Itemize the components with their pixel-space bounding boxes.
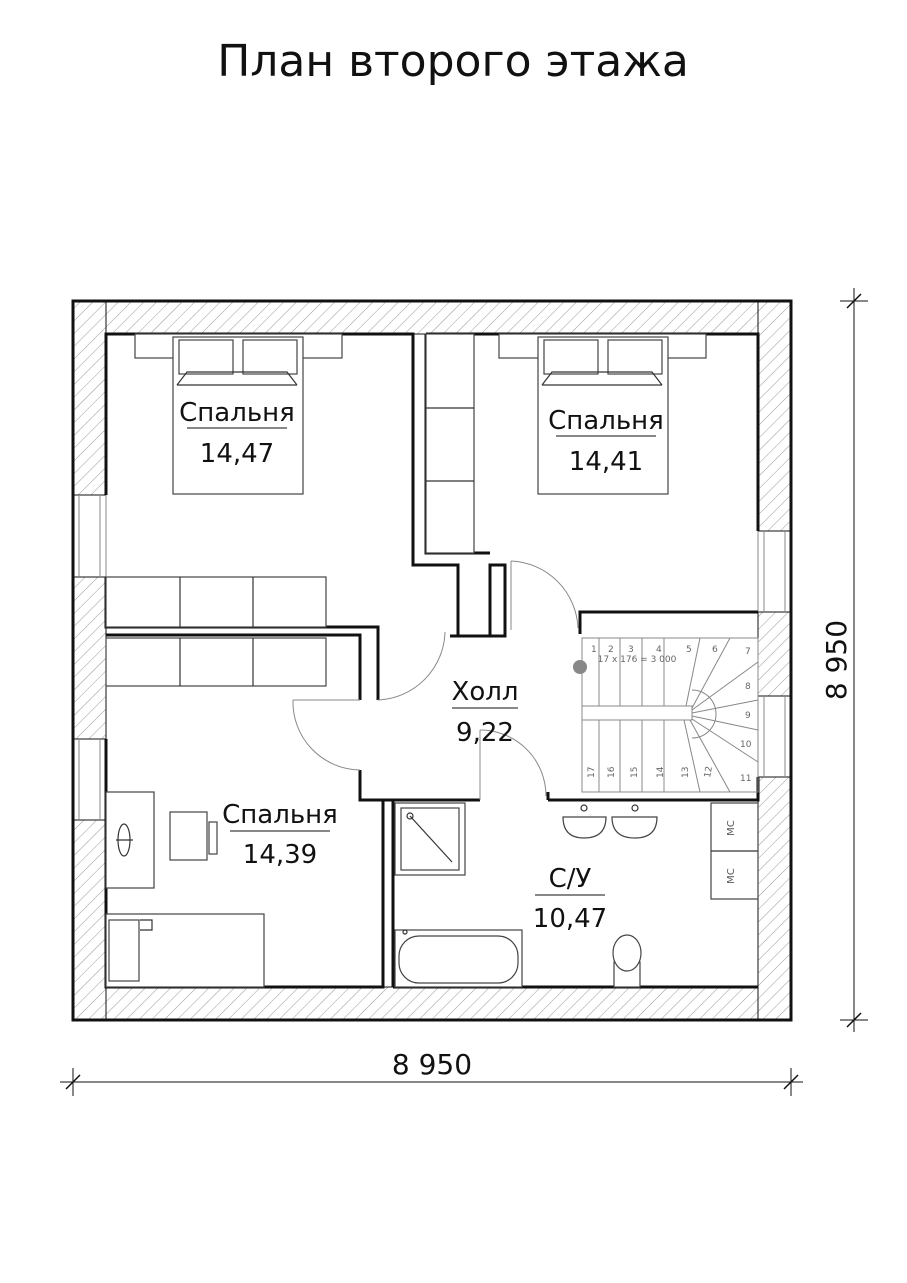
stair-step-16: 16 [607,766,617,778]
stair-step-12: 12 [703,766,715,779]
stair-step-4: 4 [656,645,662,655]
stair-step-11: 11 [740,774,751,784]
stair-step-15: 15 [630,767,640,778]
doors [292,560,579,800]
room-name-bathroom: С/У [549,864,592,894]
room-name-bedroom-3: Спальня [222,800,338,830]
room-area-bedroom-1: 14,47 [200,439,274,469]
room-name-bedroom-1: Спальня [179,398,295,428]
stair-step-7: 7 [745,647,751,657]
wardrobes-left [105,576,327,687]
bedroom-1-furniture [134,333,343,495]
staircase: 17 x 176 = 3 000 1 2 3 4 5 6 7 8 9 10 11… [573,637,759,793]
room-area-bedroom-3: 14,39 [243,840,317,870]
exterior-walls [72,300,792,1021]
bedroom-2-furniture [425,333,707,554]
room-name-bedroom-2: Спальня [548,406,664,436]
stair-step-9: 9 [745,711,751,721]
bathroom-fixtures: МС МС [394,802,759,988]
bedroom-3-furniture [105,791,265,988]
stair-step-13: 13 [681,767,691,778]
dimension-width: 8 950 [60,1048,803,1096]
cabinet-label-1: МС [726,820,737,836]
height-dimension-label: 8 950 [820,620,853,700]
dimension-height: 8 950 [820,288,868,1032]
stair-step-6: 6 [712,645,718,655]
stair-step-17: 17 [587,767,597,778]
room-area-hall: 9,22 [456,718,514,748]
stair-step-8: 8 [745,682,751,692]
stair-step-2: 2 [608,645,614,655]
stair-formula: 17 x 176 = 3 000 [598,655,677,665]
stair-step-5: 5 [686,645,692,655]
plan-title: План второго этажа [217,36,689,87]
room-labels: Спальня 14,47 Спальня 14,41 Холл 9,22 Сп… [179,398,664,934]
stair-step-1: 1 [591,645,597,655]
room-name-hall: Холл [452,677,519,707]
room-area-bathroom: 10,47 [533,904,607,934]
stair-step-3: 3 [628,645,634,655]
room-area-bedroom-2: 14,41 [569,447,643,477]
width-dimension-label: 8 950 [392,1048,472,1081]
stair-step-10: 10 [740,740,752,750]
cabinet-label-2: МС [726,868,737,884]
stair-step-14: 14 [656,766,666,778]
stair-start-marker [573,660,587,674]
